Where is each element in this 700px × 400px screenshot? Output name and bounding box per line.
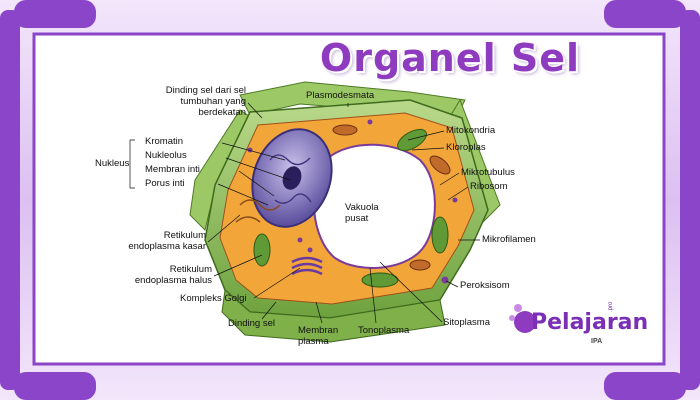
label-re-kasar: Retikulum endoplasma kasar bbox=[112, 230, 206, 252]
label-vakuola-pusat: Vakuola pusat bbox=[345, 202, 379, 224]
label-line: Retikulum bbox=[169, 264, 212, 275]
label-dinding-sel: Dinding sel bbox=[228, 318, 275, 329]
mitochondrion-3 bbox=[409, 259, 431, 271]
label-porus-inti: Porus inti bbox=[145, 178, 185, 189]
logo-pro: .pro bbox=[608, 301, 614, 312]
frame-corner-tr bbox=[604, 0, 686, 28]
label-line: plasma bbox=[298, 336, 329, 347]
frame-corner-br bbox=[604, 372, 686, 400]
frame-side-right bbox=[680, 10, 700, 390]
chromatin-shape bbox=[269, 154, 312, 204]
mitochondrion-2 bbox=[332, 124, 358, 136]
label-line: tumbuhan yang bbox=[180, 96, 247, 107]
label-line: pusat bbox=[345, 213, 369, 224]
label-line: Vakuola bbox=[345, 202, 379, 213]
label-kromatin: Kromatin bbox=[145, 136, 184, 147]
label-ribosom: Ribosom bbox=[470, 181, 508, 192]
label-kompleks-golgi: Kompleks Golgi bbox=[180, 293, 247, 304]
label-peroksisom: Peroksisom bbox=[460, 280, 510, 291]
label-dinding-sel-tetangga: Dinding sel dari sel tumbuhan yang berde… bbox=[112, 85, 246, 118]
chloroplast-4 bbox=[253, 233, 271, 267]
label-plasmodesmata: Plasmodesmata bbox=[306, 90, 375, 101]
chloroplast-2 bbox=[431, 216, 449, 254]
cell-illustration bbox=[189, 81, 501, 343]
mitochondrion-1 bbox=[429, 155, 451, 175]
label-sitoplasma: Sitoplasma bbox=[443, 317, 490, 328]
label-line: endoplasma halus bbox=[134, 275, 212, 286]
logo-subtitle: IPA bbox=[591, 338, 603, 345]
frame-side-left bbox=[0, 10, 20, 390]
label-nukleus: Nukleus bbox=[95, 158, 130, 169]
label-mikrofilamen: Mikrofilamen bbox=[482, 234, 536, 245]
er-shape bbox=[235, 199, 281, 223]
cell-wall-bottom-face bbox=[221, 289, 446, 343]
label-nukleolus: Nukleolus bbox=[145, 150, 187, 161]
label-membran-inti: Membran inti bbox=[145, 164, 200, 175]
nucleolus-shape bbox=[282, 166, 302, 190]
label-tonoplasma: Tonoplasma bbox=[358, 325, 410, 336]
label-line: Dinding sel dari sel bbox=[165, 85, 246, 96]
label-membran-plasma: Membran plasma bbox=[298, 325, 338, 347]
logo-mark bbox=[509, 304, 536, 333]
chloroplast-3 bbox=[361, 272, 399, 288]
frame-corner-bl bbox=[14, 372, 96, 400]
vacuole-shape bbox=[312, 143, 436, 269]
label-mikrotubulus: Mikrotubulus bbox=[461, 167, 515, 178]
label-re-halus: Retikulum endoplasma halus bbox=[112, 264, 212, 286]
label-line: endoplasma kasar bbox=[128, 241, 206, 252]
chloroplast-1 bbox=[397, 128, 427, 152]
label-line: Membran bbox=[298, 325, 339, 336]
logo-text: Pelajaran bbox=[531, 310, 649, 335]
label-line: Retikulum bbox=[163, 230, 206, 241]
label-kloroplas: Kloroplas bbox=[446, 142, 486, 153]
frame-corner-tl bbox=[14, 0, 96, 28]
brand-logo: Pelajaran IPA .pro bbox=[507, 300, 648, 350]
page-title: Organel Sel bbox=[319, 36, 581, 80]
label-line: berdekatan bbox=[198, 107, 246, 118]
golgi-shape bbox=[291, 256, 323, 276]
leader-lines bbox=[129, 102, 480, 324]
label-mitokondria: Mitokondria bbox=[446, 125, 496, 136]
